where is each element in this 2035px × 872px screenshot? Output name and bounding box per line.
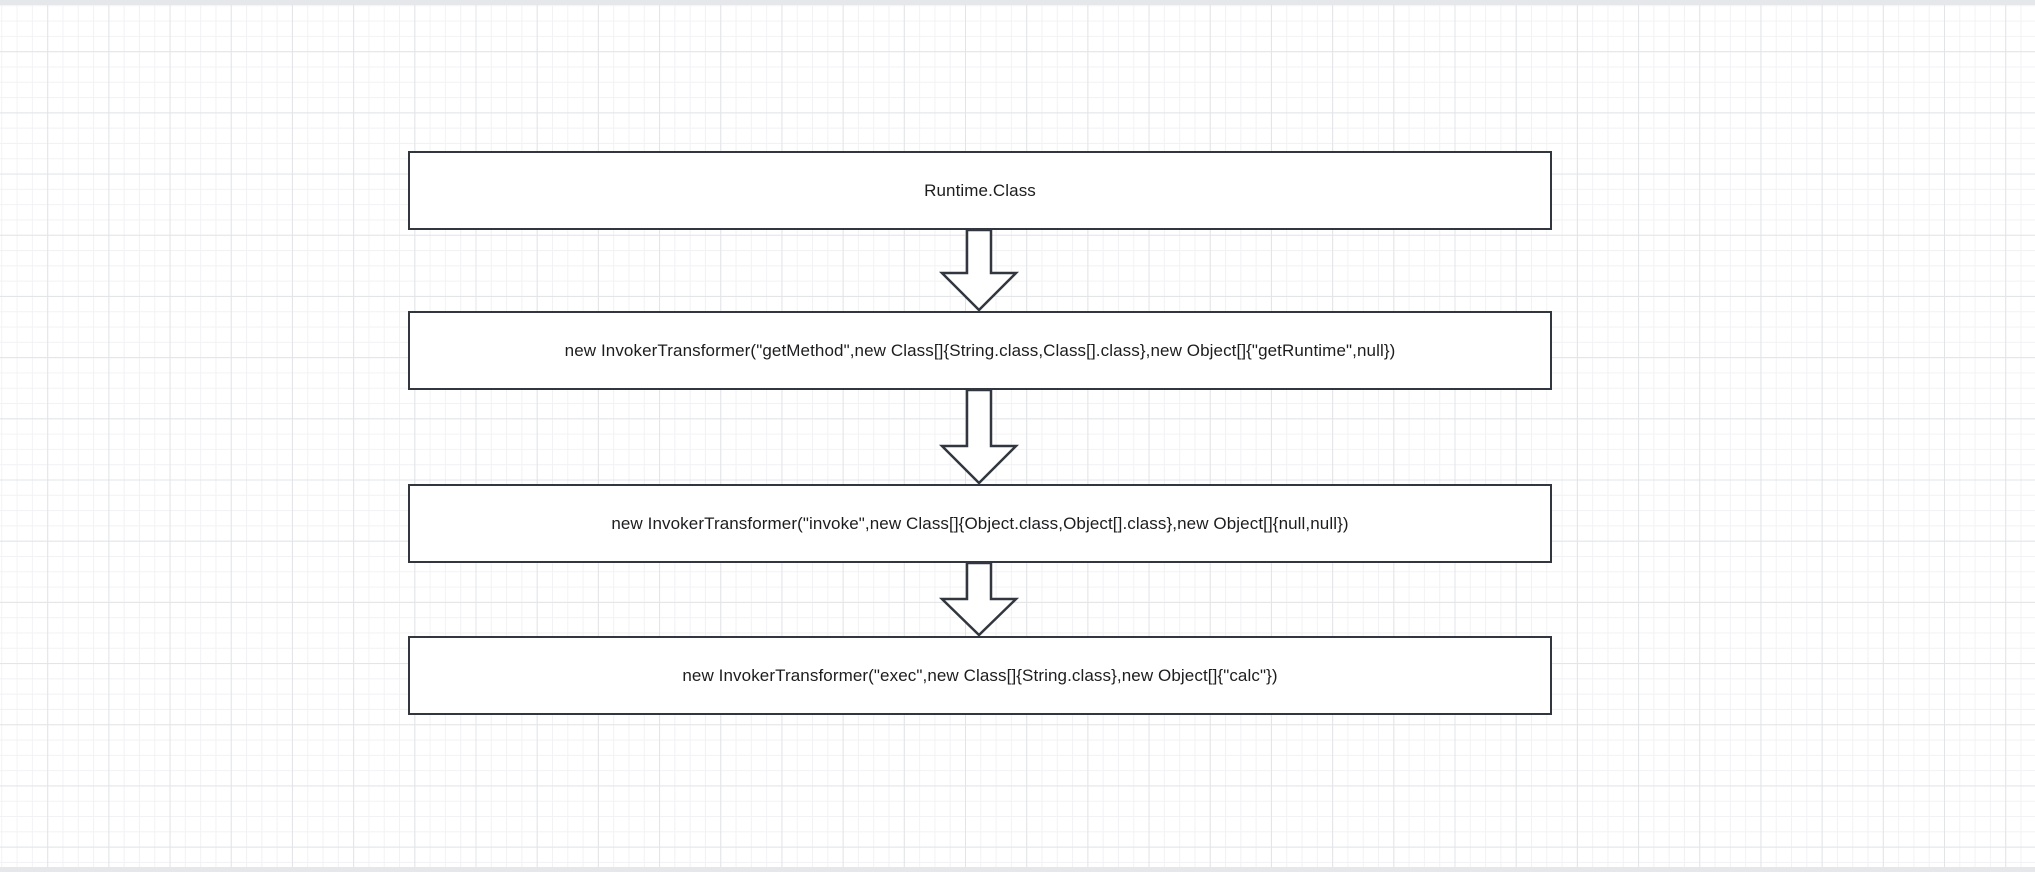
flow-node-invokertransformer-invoke[interactable]: new InvokerTransformer("invoke",new Clas… xyxy=(408,484,1552,563)
connector-arrow-1[interactable] xyxy=(938,228,1020,312)
node-label: Runtime.Class xyxy=(924,180,1036,200)
window-edge-top xyxy=(0,0,2035,5)
down-arrow-icon xyxy=(938,561,1020,637)
connector-arrow-3[interactable] xyxy=(938,561,1020,637)
flow-node-invokertransformer-exec[interactable]: new InvokerTransformer("exec",new Class[… xyxy=(408,636,1552,715)
window-edge-bottom xyxy=(0,867,2035,872)
flow-node-invokertransformer-getmethod[interactable]: new InvokerTransformer("getMethod",new C… xyxy=(408,311,1552,390)
node-label: new InvokerTransformer("exec",new Class[… xyxy=(682,665,1278,685)
node-label: new InvokerTransformer("getMethod",new C… xyxy=(564,340,1396,360)
down-arrow-icon xyxy=(938,228,1020,312)
node-label: new InvokerTransformer("invoke",new Clas… xyxy=(611,513,1349,533)
flow-node-runtime-class[interactable]: Runtime.Class xyxy=(408,151,1552,230)
down-arrow-icon xyxy=(938,388,1020,485)
connector-arrow-2[interactable] xyxy=(938,388,1020,485)
